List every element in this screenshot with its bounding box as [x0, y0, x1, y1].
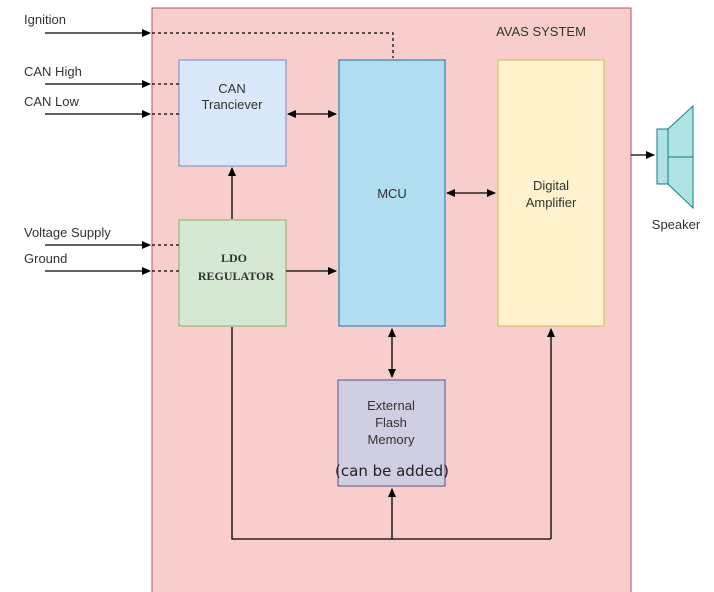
mcu-block [338, 59, 446, 327]
speaker-icon [656, 104, 694, 210]
power-bus-line [231, 327, 551, 540]
ldo-label-line2: REGULATOR [198, 269, 275, 283]
can-transceiver-block [178, 59, 287, 167]
amp-label-line2: Amplifier [526, 195, 577, 210]
ldo-label-line1: LDO [221, 251, 247, 265]
ignition-dashed-link [152, 32, 394, 58]
digital-amplifier-block [497, 59, 605, 327]
can-label-line2: Tranciever [202, 97, 264, 112]
flash-label-line3: Memory [368, 432, 415, 447]
can-low-label: CAN Low [24, 94, 80, 109]
system-title: AVAS SYSTEM [496, 24, 586, 39]
flash-label-line2: Flash [375, 415, 407, 430]
flash-note: (can be added) [335, 462, 449, 480]
can-label-line1: CAN [218, 81, 245, 96]
amp-label-line1: Digital [533, 178, 569, 193]
speaker-label: Speaker [652, 217, 701, 232]
can-high-label: CAN High [24, 64, 82, 79]
ldo-regulator-block [178, 219, 287, 327]
mcu-label: MCU [377, 186, 407, 201]
ignition-label: Ignition [24, 12, 66, 27]
ground-label: Ground [24, 251, 67, 266]
external-flash-block [337, 379, 446, 487]
voltage-supply-label: Voltage Supply [24, 225, 111, 240]
flash-label-line1: External [367, 398, 415, 413]
